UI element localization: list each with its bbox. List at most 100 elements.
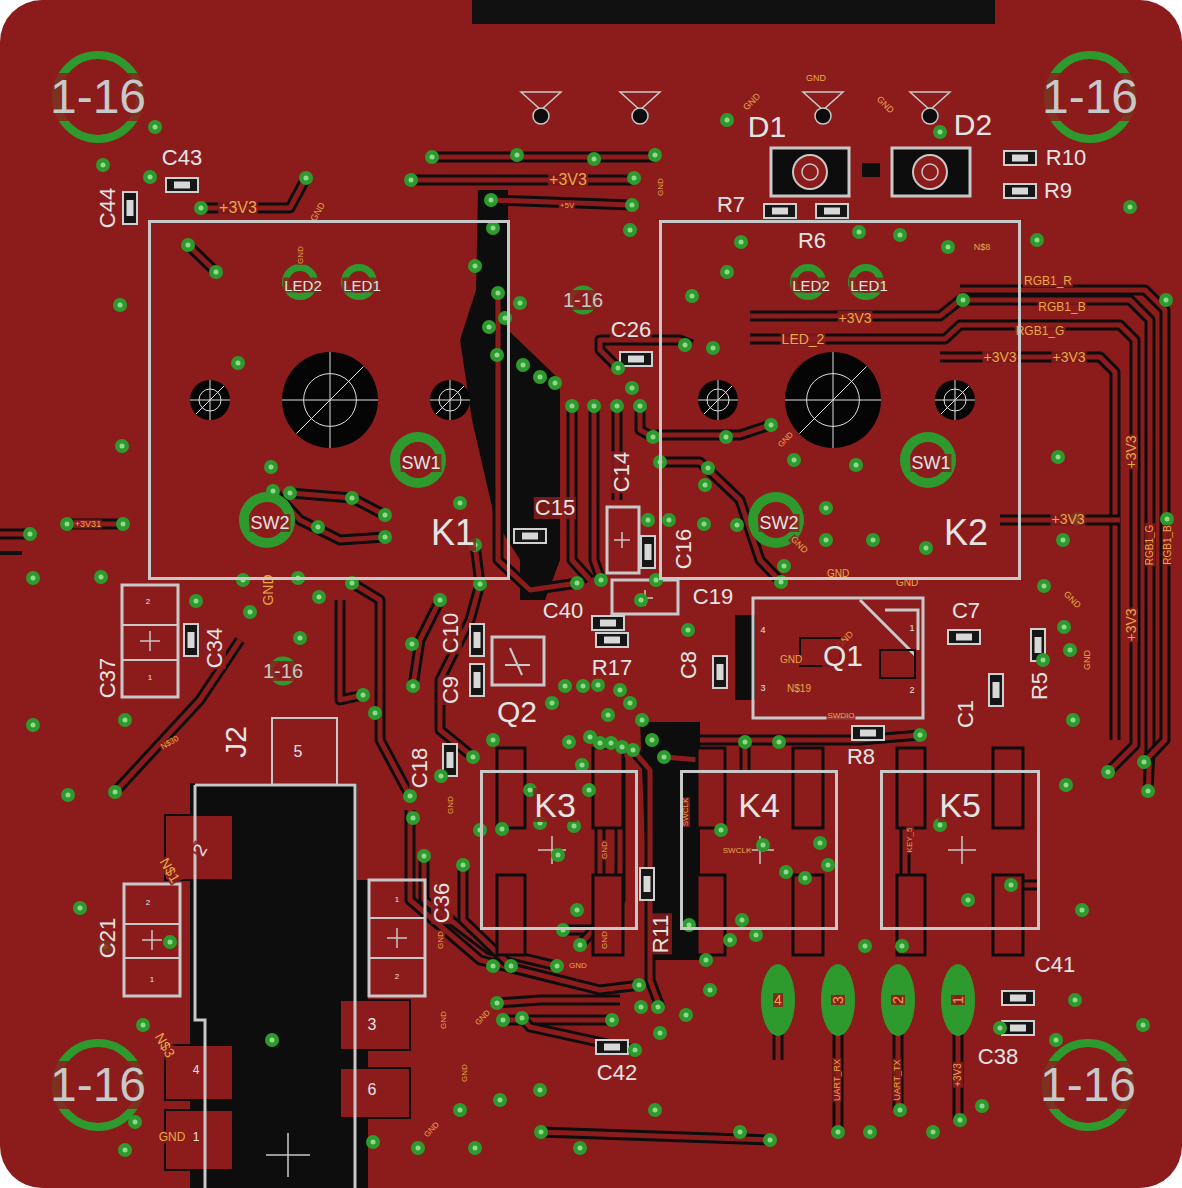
trace-clearance	[432, 152, 655, 163]
via-hole	[587, 788, 592, 793]
pcb-label: C44	[97, 187, 119, 229]
drill-cross	[282, 352, 378, 448]
via-hole	[683, 343, 688, 348]
via-hole	[684, 1013, 689, 1018]
pcb-label: D2	[953, 110, 993, 140]
trace	[497, 1000, 620, 1003]
footprint-label: SW1	[910, 454, 951, 472]
via	[679, 1008, 693, 1022]
trace	[352, 583, 410, 796]
via	[533, 370, 547, 384]
via-hole	[570, 404, 575, 409]
via-hole	[836, 1130, 841, 1135]
via	[779, 865, 793, 879]
pcb-label: 1-16	[1039, 1061, 1137, 1109]
via-hole	[620, 745, 625, 750]
via-hole	[496, 291, 501, 296]
via	[933, 125, 947, 139]
via	[453, 496, 467, 510]
pcb-label: 2	[394, 973, 400, 981]
via	[706, 341, 720, 355]
via-hole	[194, 599, 199, 604]
trace-clearance	[750, 325, 1135, 772]
via-hole	[1062, 625, 1067, 630]
smd-body	[824, 208, 840, 215]
via	[852, 225, 866, 239]
smd-part	[816, 204, 848, 218]
via-hole	[555, 964, 560, 969]
center-cross	[266, 1133, 310, 1177]
pcb-label: GND	[601, 930, 609, 950]
via-hole	[509, 964, 514, 969]
via	[26, 718, 40, 732]
trace	[411, 178, 632, 183]
via-hole	[609, 741, 614, 746]
center-cross	[948, 836, 976, 864]
thru-pad	[390, 432, 446, 488]
smd-part	[620, 352, 652, 366]
silk-outline	[607, 507, 639, 573]
via-hole	[777, 740, 782, 745]
via-hole	[1041, 658, 1046, 663]
pcb-label: C1	[955, 699, 977, 729]
diode-lens	[913, 155, 947, 189]
pcb-label: 4	[192, 1064, 201, 1076]
via	[60, 517, 74, 531]
via-hole	[1061, 538, 1066, 543]
switch-pad	[993, 875, 1023, 955]
smd-body	[644, 876, 651, 892]
pcb-label: GND	[297, 245, 305, 265]
via	[236, 573, 250, 587]
pcb-label: GND	[440, 1010, 448, 1030]
via	[1056, 533, 1070, 547]
via-hole	[471, 755, 476, 760]
via-hole	[550, 701, 555, 706]
via-hole	[1056, 455, 1061, 460]
via-hole	[687, 923, 692, 928]
pcb-label: R5	[1029, 671, 1051, 701]
switch-pad	[897, 748, 925, 828]
smd-body	[522, 533, 538, 540]
via-hole	[99, 575, 104, 580]
trace-clearance	[290, 493, 385, 515]
pcb-label: RGB1_B	[1163, 524, 1173, 565]
pcb-label: 1-16	[262, 661, 304, 681]
smd-body	[1010, 1025, 1026, 1032]
via	[756, 838, 770, 852]
smd-body	[645, 544, 652, 560]
pcb-label: C9	[440, 675, 462, 705]
smd-part	[514, 529, 546, 543]
via-hole	[148, 175, 153, 180]
via	[548, 376, 562, 390]
pcb-label: +3V3	[837, 311, 872, 325]
footprint-label: LED2	[283, 278, 323, 293]
pcb-label: SWCLK	[722, 847, 752, 855]
via-hole	[123, 718, 128, 723]
via-hole	[411, 684, 416, 689]
via	[108, 785, 122, 799]
via-hole	[461, 863, 466, 868]
via-hole	[606, 713, 611, 718]
smd-body	[604, 1044, 620, 1051]
via-hole	[121, 522, 126, 527]
via-hole	[373, 711, 378, 716]
pcb-label: C43	[161, 147, 203, 169]
via	[148, 120, 162, 134]
header-pad	[941, 964, 975, 1036]
via	[648, 1103, 662, 1117]
via	[115, 439, 129, 453]
via-hole	[495, 1001, 500, 1006]
via-hole	[761, 843, 766, 848]
smd-body	[1012, 155, 1028, 162]
trace	[340, 600, 363, 700]
via	[1141, 784, 1155, 798]
thru-pad	[900, 432, 956, 488]
drill-hole	[935, 380, 975, 420]
via	[953, 1113, 967, 1127]
smd-part	[596, 633, 628, 647]
via-hole	[1068, 648, 1073, 653]
pcb-label: C18	[409, 747, 431, 789]
footprint-label: SW1	[400, 454, 441, 472]
via-hole	[704, 958, 709, 963]
